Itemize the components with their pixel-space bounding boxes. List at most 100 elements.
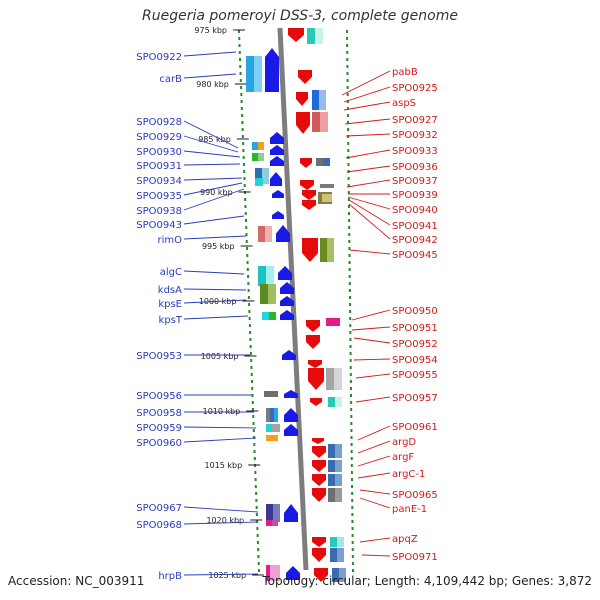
gene-label-left[interactable]: SPO0953 <box>136 351 182 362</box>
gene-label-right[interactable]: SPO0971 <box>392 552 438 563</box>
gene-block <box>312 112 320 132</box>
track-dot <box>246 261 249 264</box>
gene-block <box>252 142 258 150</box>
gene-block <box>266 408 270 422</box>
track-dot <box>347 121 350 124</box>
track-dot <box>346 30 348 33</box>
gene-label-right[interactable]: apqZ <box>392 534 418 545</box>
gene-label-left[interactable]: kdsA <box>158 285 182 296</box>
reverse-gene-arrow <box>314 568 328 582</box>
gene-label-left[interactable]: SPO0960 <box>136 438 182 449</box>
track-dot <box>256 520 259 523</box>
track-dot <box>348 296 351 299</box>
gene-label-right[interactable]: SPO0927 <box>392 115 438 126</box>
track-dot <box>256 534 259 537</box>
track-dot <box>250 380 253 383</box>
gene-label-left[interactable]: SPO0934 <box>136 176 182 187</box>
gene-block <box>332 568 339 582</box>
track-dot <box>241 128 244 131</box>
gene-label-right[interactable]: argC-1 <box>392 469 425 480</box>
gene-label-right[interactable]: SPO0961 <box>392 422 438 433</box>
leader-line <box>345 149 391 159</box>
topology-label: Topology: circular; Length: 4,109,442 bp… <box>262 574 592 588</box>
gene-label-left[interactable]: SPO0943 <box>136 220 182 231</box>
gene-label-left[interactable]: SPO0938 <box>136 206 182 217</box>
gene-block <box>264 391 278 397</box>
leader-line <box>183 135 239 153</box>
track-dot <box>238 51 241 54</box>
track-dot <box>238 37 241 40</box>
gene-label-left[interactable]: kpsE <box>158 299 182 310</box>
gene-label-right[interactable]: SPO0942 <box>392 235 438 246</box>
gene-label-left[interactable]: SPO0967 <box>136 503 182 514</box>
gene-label-left[interactable]: SPO0929 <box>136 132 182 143</box>
gene-label-right[interactable]: SPO0937 <box>392 176 438 187</box>
gene-label-left[interactable]: SPO0931 <box>136 161 182 172</box>
gene-label-left[interactable]: SPO0958 <box>136 408 182 419</box>
leader-line <box>341 70 391 96</box>
gene-label-left[interactable]: SPO0922 <box>136 52 182 63</box>
gene-block <box>255 168 262 184</box>
track-dot <box>240 93 243 96</box>
track-dot <box>240 100 243 103</box>
gene-label-right[interactable]: SPO0933 <box>392 146 438 157</box>
gene-label-left[interactable]: SPO0928 <box>136 117 182 128</box>
gene-block <box>258 266 266 286</box>
gene-label-right[interactable]: SPO0925 <box>392 83 438 94</box>
gene-label-right[interactable]: SPO0932 <box>392 130 438 141</box>
gene-block <box>337 537 344 547</box>
gene-label-left[interactable]: algC <box>160 267 182 278</box>
leader-line <box>345 133 391 137</box>
track-dot <box>248 317 251 320</box>
track-dot <box>346 51 349 54</box>
reverse-gene-arrow <box>310 398 322 406</box>
forward-gene-arrow <box>272 190 284 198</box>
track-dot <box>348 282 351 285</box>
gene-label-right[interactable]: SPO0952 <box>392 339 438 350</box>
gene-label-right[interactable]: SPO0951 <box>392 323 438 334</box>
gene-label-left[interactable]: SPO0959 <box>136 423 182 434</box>
leader-line <box>343 86 391 103</box>
gene-label-right[interactable]: SPO0950 <box>392 306 438 317</box>
gene-label-left[interactable]: carB <box>159 74 182 85</box>
gene-labels: SPO0922carBSPO0928SPO0929SPO0930SPO0931S… <box>136 51 438 582</box>
gene-label-left[interactable]: SPO0956 <box>136 391 182 402</box>
gene-block <box>320 112 328 132</box>
gene-label-left[interactable]: kpsT <box>159 315 183 326</box>
gene-label-right[interactable]: SPO0955 <box>392 370 438 381</box>
leader-line <box>348 199 391 226</box>
reverse-gene-arrow <box>288 28 304 42</box>
gene-block <box>327 238 334 262</box>
gene-label-right[interactable]: SPO0957 <box>392 393 438 404</box>
gene-label-right[interactable]: SPO0954 <box>392 355 438 366</box>
gene-label-right[interactable]: argF <box>392 452 414 463</box>
track-dot <box>257 569 260 572</box>
track-dot <box>253 450 256 453</box>
gene-label-right[interactable]: aspS <box>392 98 416 109</box>
gene-label-right[interactable]: argD <box>392 437 416 448</box>
gene-block <box>270 408 274 422</box>
gene-label-right[interactable]: pabB <box>392 67 418 78</box>
leader-line <box>361 554 391 557</box>
track-dot <box>249 345 252 348</box>
gene-label-left[interactable]: rimO <box>157 235 182 246</box>
gene-label-left[interactable]: SPO0930 <box>136 147 182 158</box>
gene-label-right[interactable]: SPO0940 <box>392 205 438 216</box>
gene-block <box>252 153 258 161</box>
gene-label-right[interactable]: SPO0939 <box>392 190 438 201</box>
forward-gene-arrow <box>284 424 298 436</box>
gene-label-right[interactable]: SPO0936 <box>392 162 438 173</box>
leader-line <box>183 177 243 181</box>
gene-label-left[interactable]: SPO0935 <box>136 191 182 202</box>
gene-label-right[interactable]: panE-1 <box>392 504 427 515</box>
track-dot <box>239 58 242 61</box>
gene-block <box>266 424 280 432</box>
reverse-gene-arrow <box>300 158 312 168</box>
gene-label-right[interactable]: SPO0941 <box>392 221 438 232</box>
gene-label-right[interactable]: SPO0965 <box>392 490 438 501</box>
gene-label-right[interactable]: SPO0945 <box>392 250 438 261</box>
leader-line <box>183 188 245 211</box>
gene-label-left[interactable]: hrpB <box>158 571 182 582</box>
gene-block <box>266 424 272 432</box>
gene-label-left[interactable]: SPO0968 <box>136 520 182 531</box>
